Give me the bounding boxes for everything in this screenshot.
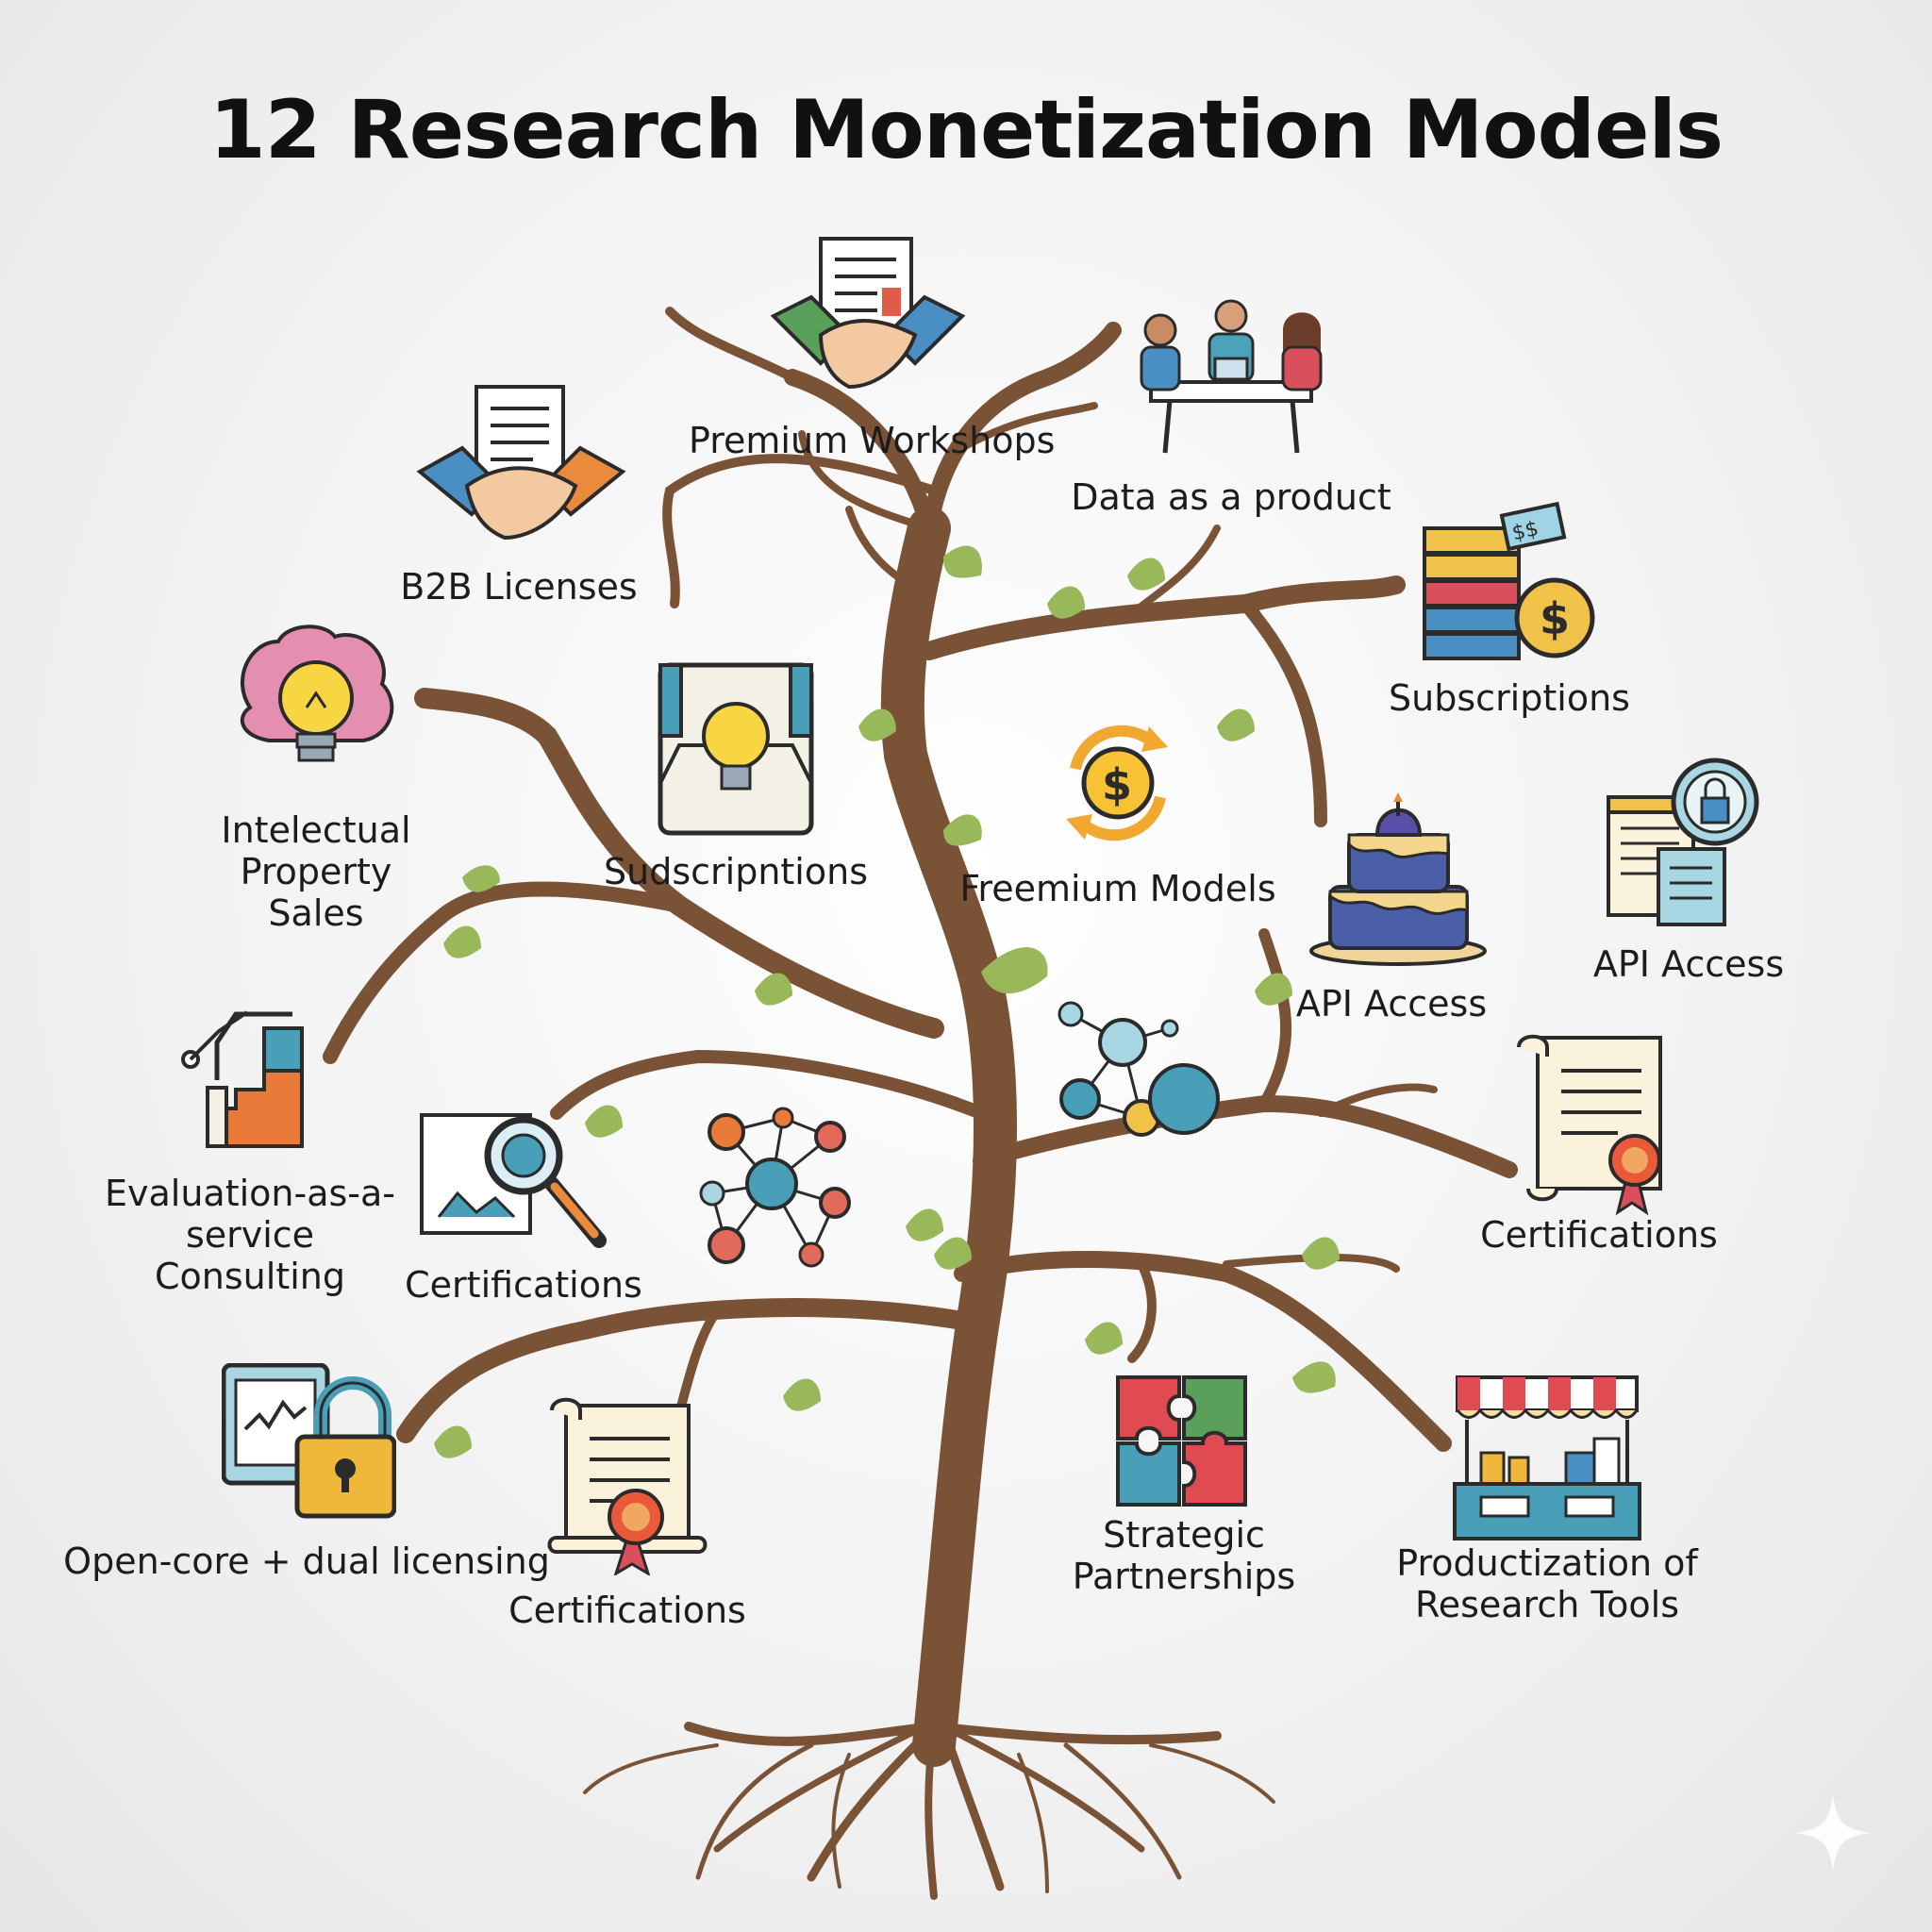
node-ip-sales: Intelectual Property Sales bbox=[221, 623, 411, 934]
node-productization: Productization of Research Tools bbox=[1396, 1373, 1698, 1625]
node-label: Productization of Research Tools bbox=[1396, 1542, 1698, 1625]
tree-leaves bbox=[434, 545, 1340, 1458]
handshake-document-icon bbox=[770, 237, 966, 390]
node-partnerships: Strategic Partnerships bbox=[1073, 1373, 1295, 1597]
handshake-document-icon bbox=[416, 385, 626, 541]
node-label: Open-core + dual licensing bbox=[63, 1541, 550, 1582]
svg-text:$$: $$ bbox=[1510, 517, 1541, 545]
node-label: Premium Workshops bbox=[689, 420, 1056, 461]
lightbulb-screen-icon bbox=[658, 662, 814, 836]
certificate-scroll-icon bbox=[1517, 1034, 1662, 1216]
node-label: B2B Licenses bbox=[400, 566, 638, 608]
node-label: Data as a product bbox=[1071, 476, 1391, 518]
market-stall-icon bbox=[1453, 1375, 1641, 1541]
node-label: Certifications bbox=[1480, 1214, 1718, 1256]
node-subscriptions-top: $$ $ Subscriptions bbox=[1389, 500, 1630, 719]
node-api-cake: API Access bbox=[1296, 792, 1491, 1024]
node-cert-right: Certifications bbox=[1480, 1033, 1718, 1256]
svg-text:$: $ bbox=[1102, 759, 1132, 810]
sparkle-icon bbox=[1795, 1795, 1871, 1871]
magnifier-document-icon bbox=[420, 1113, 607, 1248]
stacked-cash-coin-icon: $$ $ bbox=[1423, 501, 1595, 660]
certificate-scroll-icon bbox=[547, 1397, 708, 1575]
dollar-cycle-icon: $ bbox=[1066, 724, 1168, 841]
node-label: Evaluation-as-a-service Consulting bbox=[104, 1173, 395, 1297]
node-api-right: API Access bbox=[1593, 755, 1784, 985]
node-premium-workshops: Premium Workshops bbox=[689, 231, 1055, 461]
svg-text:$: $ bbox=[1540, 593, 1570, 644]
node-label: API Access bbox=[1295, 983, 1488, 1024]
node-open-core: Open-core + dual licensing bbox=[63, 1363, 550, 1582]
team-meeting-icon bbox=[1140, 299, 1323, 454]
tablet-padlock-icon bbox=[222, 1363, 396, 1519]
node-b2b-licenses: B2B Licenses bbox=[400, 382, 638, 608]
node-label: Freemium Models bbox=[959, 868, 1276, 909]
node-data-product: Data as a product bbox=[1071, 292, 1391, 518]
brain-lightbulb-icon bbox=[240, 625, 394, 762]
node-label: Sudscripntions bbox=[604, 851, 868, 892]
node-label: API Access bbox=[1592, 943, 1785, 985]
molecule-network-icon bbox=[1058, 1001, 1220, 1137]
document-lock-icon bbox=[1607, 758, 1759, 926]
tree-roots bbox=[583, 1722, 1275, 1900]
layered-cake-icon bbox=[1309, 792, 1487, 966]
node-freemium: $ Freemium Models bbox=[959, 712, 1276, 909]
node-subscriptions-mid: Sudscripntions bbox=[604, 660, 868, 892]
network-nodes-icon bbox=[699, 1107, 851, 1268]
node-label: Strategic Partnerships bbox=[1072, 1514, 1296, 1597]
node-cert-magnifier: Certifications bbox=[405, 1113, 642, 1306]
node-network-hub bbox=[689, 1094, 854, 1274]
node-label: Certifications bbox=[405, 1264, 642, 1306]
page-title: 12 Research Monetization Models bbox=[208, 83, 1724, 177]
node-cert-bottom: Certifications bbox=[508, 1396, 746, 1631]
node-label: Certifications bbox=[508, 1590, 746, 1631]
node-label: Intelectual Property Sales bbox=[221, 809, 411, 934]
node-label: Subscriptions bbox=[1389, 677, 1630, 719]
puzzle-pieces-icon bbox=[1116, 1375, 1247, 1507]
node-eval-consulting: Evaluation-as-a-service Consulting bbox=[105, 986, 395, 1297]
robot-arm-stairs-icon bbox=[181, 1010, 304, 1148]
node-network-small bbox=[1052, 995, 1226, 1141]
tree-branches bbox=[323, 307, 1518, 1767]
